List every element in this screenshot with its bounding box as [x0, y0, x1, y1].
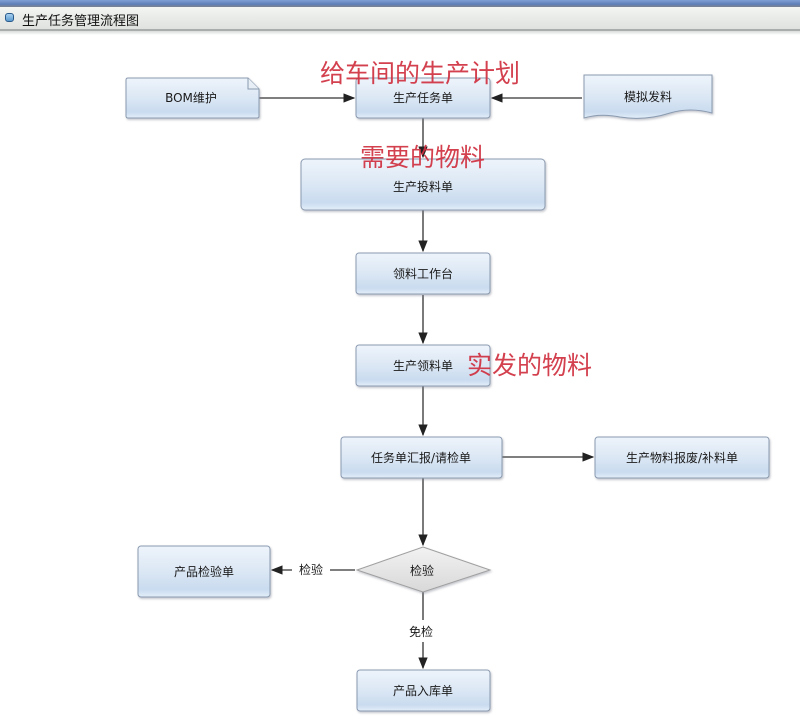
node-pick-bench[interactable]: 领料工作台 — [355, 252, 491, 295]
panel-title: 生产任务管理流程图 — [22, 14, 140, 29]
edge-label-exempt: 免检 — [409, 624, 433, 639]
node-inspect-order[interactable]: 产品检验单 — [137, 545, 271, 598]
node-inspect-decision[interactable]: 检验 — [355, 546, 492, 593]
panel-title-bar: 生产任务管理流程图 — [0, 7, 800, 31]
node-report[interactable]: 任务单汇报/请检单 — [340, 436, 503, 479]
annotation-needed: 需要的物料 — [360, 143, 485, 172]
node-inspect-order-shape — [137, 545, 271, 598]
node-simulate-issue-shape — [583, 74, 713, 119]
node-simulate-issue[interactable]: 模拟发料 — [583, 74, 713, 119]
window-frame-top — [0, 0, 800, 7]
node-task-order-label: 生产任务单 — [393, 90, 453, 105]
node-stock-in-label: 产品入库单 — [393, 683, 453, 698]
node-bom-shape — [125, 77, 260, 119]
title-bar-shadow — [0, 31, 800, 35]
edge-label-inspect: 检验 — [299, 562, 323, 577]
edges — [259, 93, 595, 670]
node-scrap-label: 生产物料报废/补料单 — [626, 450, 738, 465]
folded-corner-icon — [247, 78, 259, 90]
node-feed-order-shape — [300, 158, 546, 211]
node-report-shape — [340, 436, 503, 479]
node-pick-bench-label: 领料工作台 — [393, 266, 453, 281]
annotation-actual: 实发的物料 — [467, 351, 592, 380]
node-scrap-shape — [594, 436, 770, 479]
node-pick-order-label: 生产领料单 — [393, 359, 453, 373]
node-task-order-shape — [355, 77, 491, 119]
node-scrap[interactable]: 生产物料报废/补料单 — [594, 436, 770, 479]
node-task-order[interactable]: 生产任务单 — [355, 77, 491, 119]
node-bom[interactable]: BOM维护 — [125, 77, 260, 119]
node-inspect-order-label: 产品检验单 — [174, 564, 234, 579]
node-pick-bench-shape — [355, 252, 491, 295]
node-pick-order[interactable]: 生产领料单 — [355, 344, 491, 387]
annotation-plan: 给车间的生产计划 — [320, 59, 520, 88]
node-bom-label: BOM维护 — [165, 91, 217, 105]
node-feed-order[interactable]: 生产投料单 — [300, 158, 546, 211]
node-stock-in[interactable]: 产品入库单 — [356, 669, 491, 712]
node-report-label: 任务单汇报/请检单 — [371, 450, 471, 465]
node-pick-order-shape — [355, 344, 491, 387]
node-inspect-decision-label: 检验 — [410, 563, 434, 578]
node-stock-in-shape — [356, 669, 491, 712]
node-inspect-decision-shape — [355, 546, 492, 593]
node-simulate-issue-label: 模拟发料 — [624, 89, 672, 104]
window-icon — [5, 13, 14, 22]
node-feed-order-label: 生产投料单 — [393, 179, 453, 194]
